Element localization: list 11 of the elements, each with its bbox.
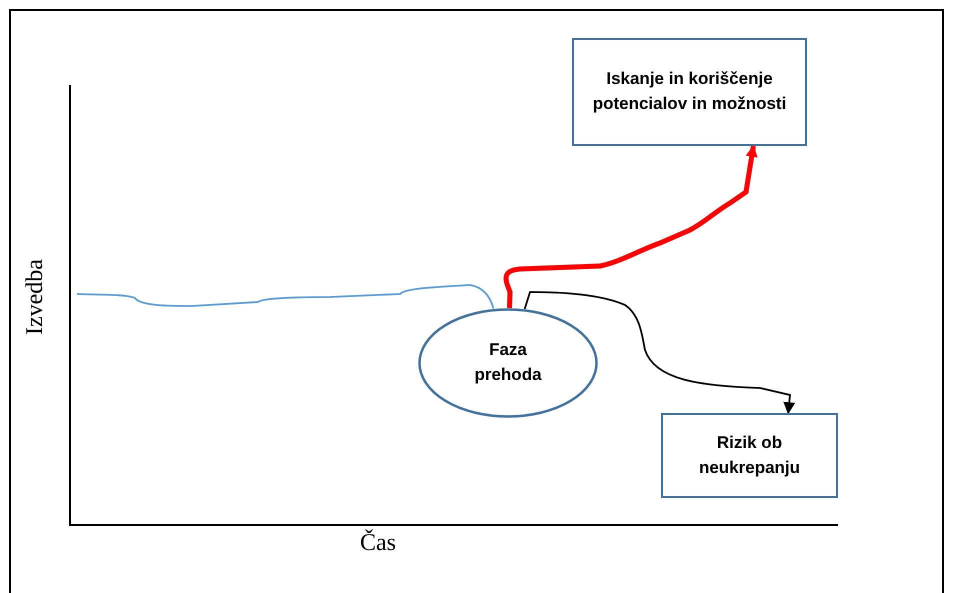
axis-label: Izvedba bbox=[22, 259, 49, 335]
node-text: Faza prehoda bbox=[473, 339, 543, 386]
axis-label: Čas bbox=[360, 530, 396, 557]
curve-line bbox=[76, 284, 494, 309]
node-text: Iskanje in koriščenje potencialov in možnosti bbox=[592, 68, 788, 115]
arrow bbox=[504, 144, 758, 308]
text-box bbox=[661, 413, 838, 498]
arrow bbox=[524, 291, 796, 414]
node-text: Rizik ob neukrepanju bbox=[698, 432, 802, 478]
phase-ellipse bbox=[418, 308, 598, 418]
text-box bbox=[572, 38, 807, 146]
